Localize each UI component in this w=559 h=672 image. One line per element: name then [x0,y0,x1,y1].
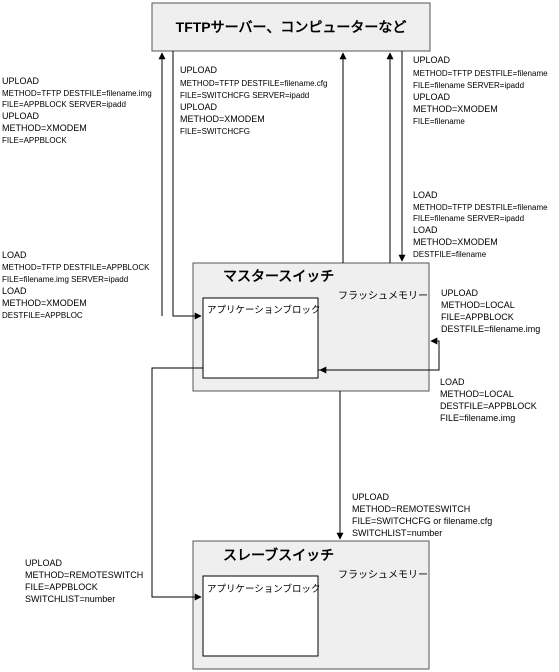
svg-text:METHOD=TFTP DESTFILE=filename: METHOD=TFTP DESTFILE=filename [413,69,548,78]
label-remote-app-upload: UPLOAD METHOD=REMOTESWITCH FILE=APPBLOCK… [25,558,143,604]
svg-text:FILE=filename.img SERVER=ipadd: FILE=filename.img SERVER=ipadd [2,275,128,284]
svg-text:METHOD=TFTP DESTFILE=filename: METHOD=TFTP DESTFILE=filename [413,203,548,212]
label-left-upload: UPLOAD METHOD=TFTP DESTFILE=filename.img… [2,76,152,145]
svg-text:UPLOAD: UPLOAD [180,102,218,112]
master-app-block-box [202,297,319,379]
label-left-load: LOAD METHOD=TFTP DESTFILE=APPBLOCK FILE=… [2,250,150,320]
svg-text:FILE=APPBLOCK: FILE=APPBLOCK [2,136,67,145]
svg-text:METHOD=LOCAL: METHOD=LOCAL [440,389,514,399]
svg-text:METHOD=TFTP DESTFILE=APPBLOCK: METHOD=TFTP DESTFILE=APPBLOCK [2,263,150,272]
svg-text:LOAD: LOAD [413,190,438,200]
svg-text:FILE=filename SERVER=ipadd: FILE=filename SERVER=ipadd [413,81,524,90]
label-local-upload: UPLOAD METHOD=LOCAL FILE=APPBLOCK DESTFI… [441,288,540,334]
svg-text:METHOD=XMODEM: METHOD=XMODEM [2,298,87,308]
svg-text:METHOD=XMODEM: METHOD=XMODEM [413,104,498,114]
svg-text:FILE=filename: FILE=filename [413,117,465,126]
svg-text:METHOD=XMODEM: METHOD=XMODEM [2,123,87,133]
svg-text:FILE=APPBLOCK SERVER=ipadd: FILE=APPBLOCK SERVER=ipadd [2,100,126,109]
svg-text:UPLOAD: UPLOAD [441,288,479,298]
arrow-remote-app-upload [151,367,203,601]
label-local-load: LOAD METHOD=LOCAL DESTFILE=APPBLOCK FILE… [440,377,537,423]
svg-text:METHOD=XMODEM: METHOD=XMODEM [180,114,265,124]
svg-text:FILE=filename.img: FILE=filename.img [440,413,515,423]
tftp-server-box [151,2,431,52]
slave-flash-memory-label: フラッシュメモリー [338,569,428,581]
svg-text:DESTFILE=filename: DESTFILE=filename [413,250,487,259]
svg-text:METHOD=LOCAL: METHOD=LOCAL [441,300,515,310]
svg-text:UPLOAD: UPLOAD [2,111,40,121]
master-flash-memory-label: フラッシュメモリー [338,290,428,302]
svg-text:FILE=SWITCHCFG: FILE=SWITCHCFG [180,127,250,136]
slave-app-block-box [202,575,319,657]
master-switch-title: マスタースイッチ [223,268,334,284]
svg-text:UPLOAD: UPLOAD [352,492,390,502]
svg-text:FILE=SWITCHCFG SERVER=ipadd: FILE=SWITCHCFG SERVER=ipadd [180,91,309,100]
svg-text:SWITCHLIST=number: SWITCHLIST=number [25,594,115,604]
tftp-server-title: TFTPサーバー、コンピューターなど [176,19,407,35]
label-right-upload: UPLOAD METHOD=TFTP DESTFILE=filename FIL… [413,55,548,126]
svg-text:FILE=SWITCHCFG or filename.cfg: FILE=SWITCHCFG or filename.cfg [352,516,492,526]
label-right-load: LOAD METHOD=TFTP DESTFILE=filename FILE=… [413,190,548,259]
slave-app-block-label: アプリケーションブロック [207,583,321,595]
svg-text:LOAD: LOAD [440,377,465,387]
svg-text:METHOD=TFTP DESTFILE=filename.: METHOD=TFTP DESTFILE=filename.cfg [180,79,327,88]
svg-text:FILE=APPBLOCK: FILE=APPBLOCK [25,582,98,592]
svg-text:DESTFILE=APPBLOC: DESTFILE=APPBLOC [2,311,83,320]
arrow-appblock-load [172,51,202,320]
svg-text:UPLOAD: UPLOAD [25,558,63,568]
svg-text:LOAD: LOAD [2,250,27,260]
svg-text:FILE=APPBLOCK: FILE=APPBLOCK [441,312,514,322]
svg-text:SWITCHLIST=number: SWITCHLIST=number [352,528,442,538]
svg-text:DESTFILE=APPBLOCK: DESTFILE=APPBLOCK [440,401,537,411]
svg-text:UPLOAD: UPLOAD [180,65,218,75]
svg-text:UPLOAD: UPLOAD [413,92,451,102]
label-center-upload: UPLOAD METHOD=TFTP DESTFILE=filename.cfg… [180,65,327,136]
svg-text:METHOD=REMOTESWITCH: METHOD=REMOTESWITCH [25,570,143,580]
svg-text:METHOD=TFTP DESTFILE=filename.: METHOD=TFTP DESTFILE=filename.img [2,89,152,98]
svg-text:METHOD=REMOTESWITCH: METHOD=REMOTESWITCH [352,504,470,514]
svg-text:UPLOAD: UPLOAD [2,76,40,86]
master-app-block-label: アプリケーションブロック [207,304,321,316]
svg-text:FILE=filename SERVER=ipadd: FILE=filename SERVER=ipadd [413,214,524,223]
slave-switch-title: スレーブスイッチ [223,547,334,563]
svg-text:UPLOAD: UPLOAD [413,55,451,65]
label-remote-config-upload: UPLOAD METHOD=REMOTESWITCH FILE=SWITCHCF… [352,492,492,538]
svg-text:DESTFILE=filename.img: DESTFILE=filename.img [441,324,540,334]
svg-text:LOAD: LOAD [2,286,27,296]
svg-text:LOAD: LOAD [413,225,438,235]
svg-text:METHOD=XMODEM: METHOD=XMODEM [413,237,498,247]
